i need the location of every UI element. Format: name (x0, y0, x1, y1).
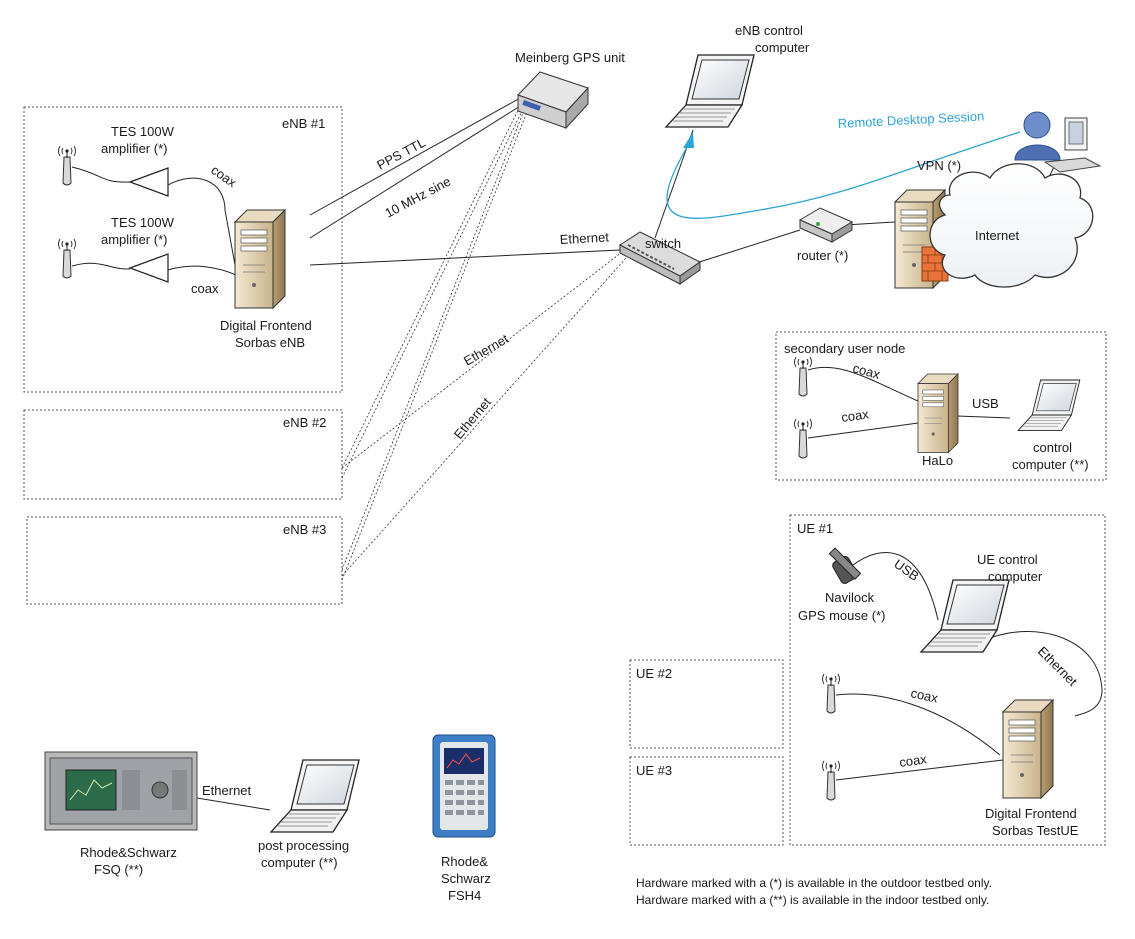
footnote: Hardware marked with a (**) is available… (636, 893, 989, 907)
switch-label: switch (645, 236, 681, 251)
coax-label: coax (898, 751, 928, 770)
internet-label: Internet (975, 228, 1019, 243)
remote-user-icon (1014, 111, 1102, 173)
ethernet-label: Ethernet (451, 394, 494, 442)
ue-control-label: computer (988, 569, 1043, 584)
ue1-title: UE #1 (797, 521, 833, 536)
post-processing-laptop-icon (270, 759, 360, 833)
router-label: router (*) (797, 248, 848, 263)
amplifier-label: TES 100W (111, 124, 175, 139)
ethernet-label: Ethernet (1035, 644, 1081, 690)
ethernet-label: Ethernet (461, 331, 511, 369)
coax-label: coax (851, 360, 882, 382)
amplifier-icon (128, 167, 169, 197)
enb-frontend-tower-icon (234, 209, 286, 309)
secondary-title: secondary user node (784, 341, 905, 356)
control-computer-label: control (1033, 440, 1072, 455)
halo-tower-icon (917, 373, 959, 453)
testue-label: Sorbas TestUE (992, 823, 1079, 838)
fsh4-handheld-icon (432, 734, 496, 838)
amplifier-icon (128, 253, 169, 283)
coax-label: coax (840, 406, 870, 425)
amplifier-label: amplifier (*) (101, 141, 167, 156)
halo-label: HaLo (922, 453, 953, 468)
enb3-title: eNB #3 (283, 522, 326, 537)
ue2-box (629, 659, 784, 749)
enb1-title: eNB #1 (282, 116, 325, 131)
antenna-icon (794, 356, 812, 397)
ue3-title: UE #3 (636, 763, 672, 778)
ue3-box (629, 756, 784, 846)
enb3-box (26, 516, 343, 605)
ethernet-label: Ethernet (202, 783, 252, 798)
remote-desktop-arrow (666, 131, 1021, 219)
dotted-links (341, 99, 627, 581)
testue-tower-icon (1002, 699, 1054, 799)
gps-unit-label: Meinberg GPS unit (515, 50, 625, 65)
antenna-icon (794, 418, 812, 459)
fsq-label: FSQ (**) (94, 862, 143, 877)
gps-mouse-icon (828, 547, 862, 584)
ue1-box (789, 514, 1106, 846)
antenna-icon (58, 238, 76, 279)
remote-desktop-label: Remote Desktop Session (837, 108, 984, 131)
usb-label: USB (891, 556, 922, 584)
fsq-analyzer-icon (44, 751, 198, 831)
router-icon (798, 207, 854, 243)
vpn-label: VPN (*) (917, 158, 961, 173)
coax-label: coax (208, 162, 240, 190)
antenna-icon (58, 145, 76, 186)
fsq-label: Rhode&Schwarz (80, 845, 177, 860)
amplifier-label: TES 100W (111, 215, 175, 230)
internet-cloud-icon (929, 163, 1094, 288)
enb2-box (23, 409, 343, 500)
control-computer-label: computer (**) (1012, 457, 1089, 472)
enb-frontend-label: Sorbas eNB (235, 335, 305, 350)
enb-frontend-label: Digital Frontend (220, 318, 312, 333)
ethernet-label: Ethernet (559, 229, 609, 247)
footnote: Hardware marked with a (*) is available … (636, 876, 992, 890)
enb-control-laptop-icon (665, 54, 755, 128)
fsh4-label: Schwarz (441, 871, 491, 886)
antenna-icon (822, 673, 840, 714)
usb-label: USB (972, 396, 999, 411)
post-processing-label: post processing (258, 838, 349, 853)
coax-label: coax (191, 281, 219, 296)
coax-label: coax (909, 685, 939, 705)
sine-label: 10 MHz sine (382, 173, 453, 220)
testue-label: Digital Frontend (985, 806, 1077, 821)
enb2-title: eNB #2 (283, 415, 326, 430)
amplifier-label: amplifier (*) (101, 232, 167, 247)
fsh4-label: Rhode& (441, 854, 488, 869)
ue-control-label: UE control (977, 552, 1038, 567)
secondary-box (775, 331, 1107, 481)
post-processing-label: computer (**) (261, 855, 338, 870)
gps-unit-icon (517, 71, 589, 130)
secondary-control-laptop-icon (1017, 379, 1081, 431)
enb-control-label: computer (755, 40, 810, 55)
gps-mouse-label: Navilock (825, 590, 875, 605)
enb1-box (23, 106, 343, 393)
antenna-icon (822, 760, 840, 801)
ue2-title: UE #2 (636, 666, 672, 681)
switch-icon (619, 231, 701, 285)
gps-mouse-label: GPS mouse (*) (798, 608, 885, 623)
enb-control-label: eNB control (735, 23, 803, 38)
fsh4-label: FSH4 (448, 888, 481, 903)
ue-control-laptop-icon (920, 579, 1010, 653)
